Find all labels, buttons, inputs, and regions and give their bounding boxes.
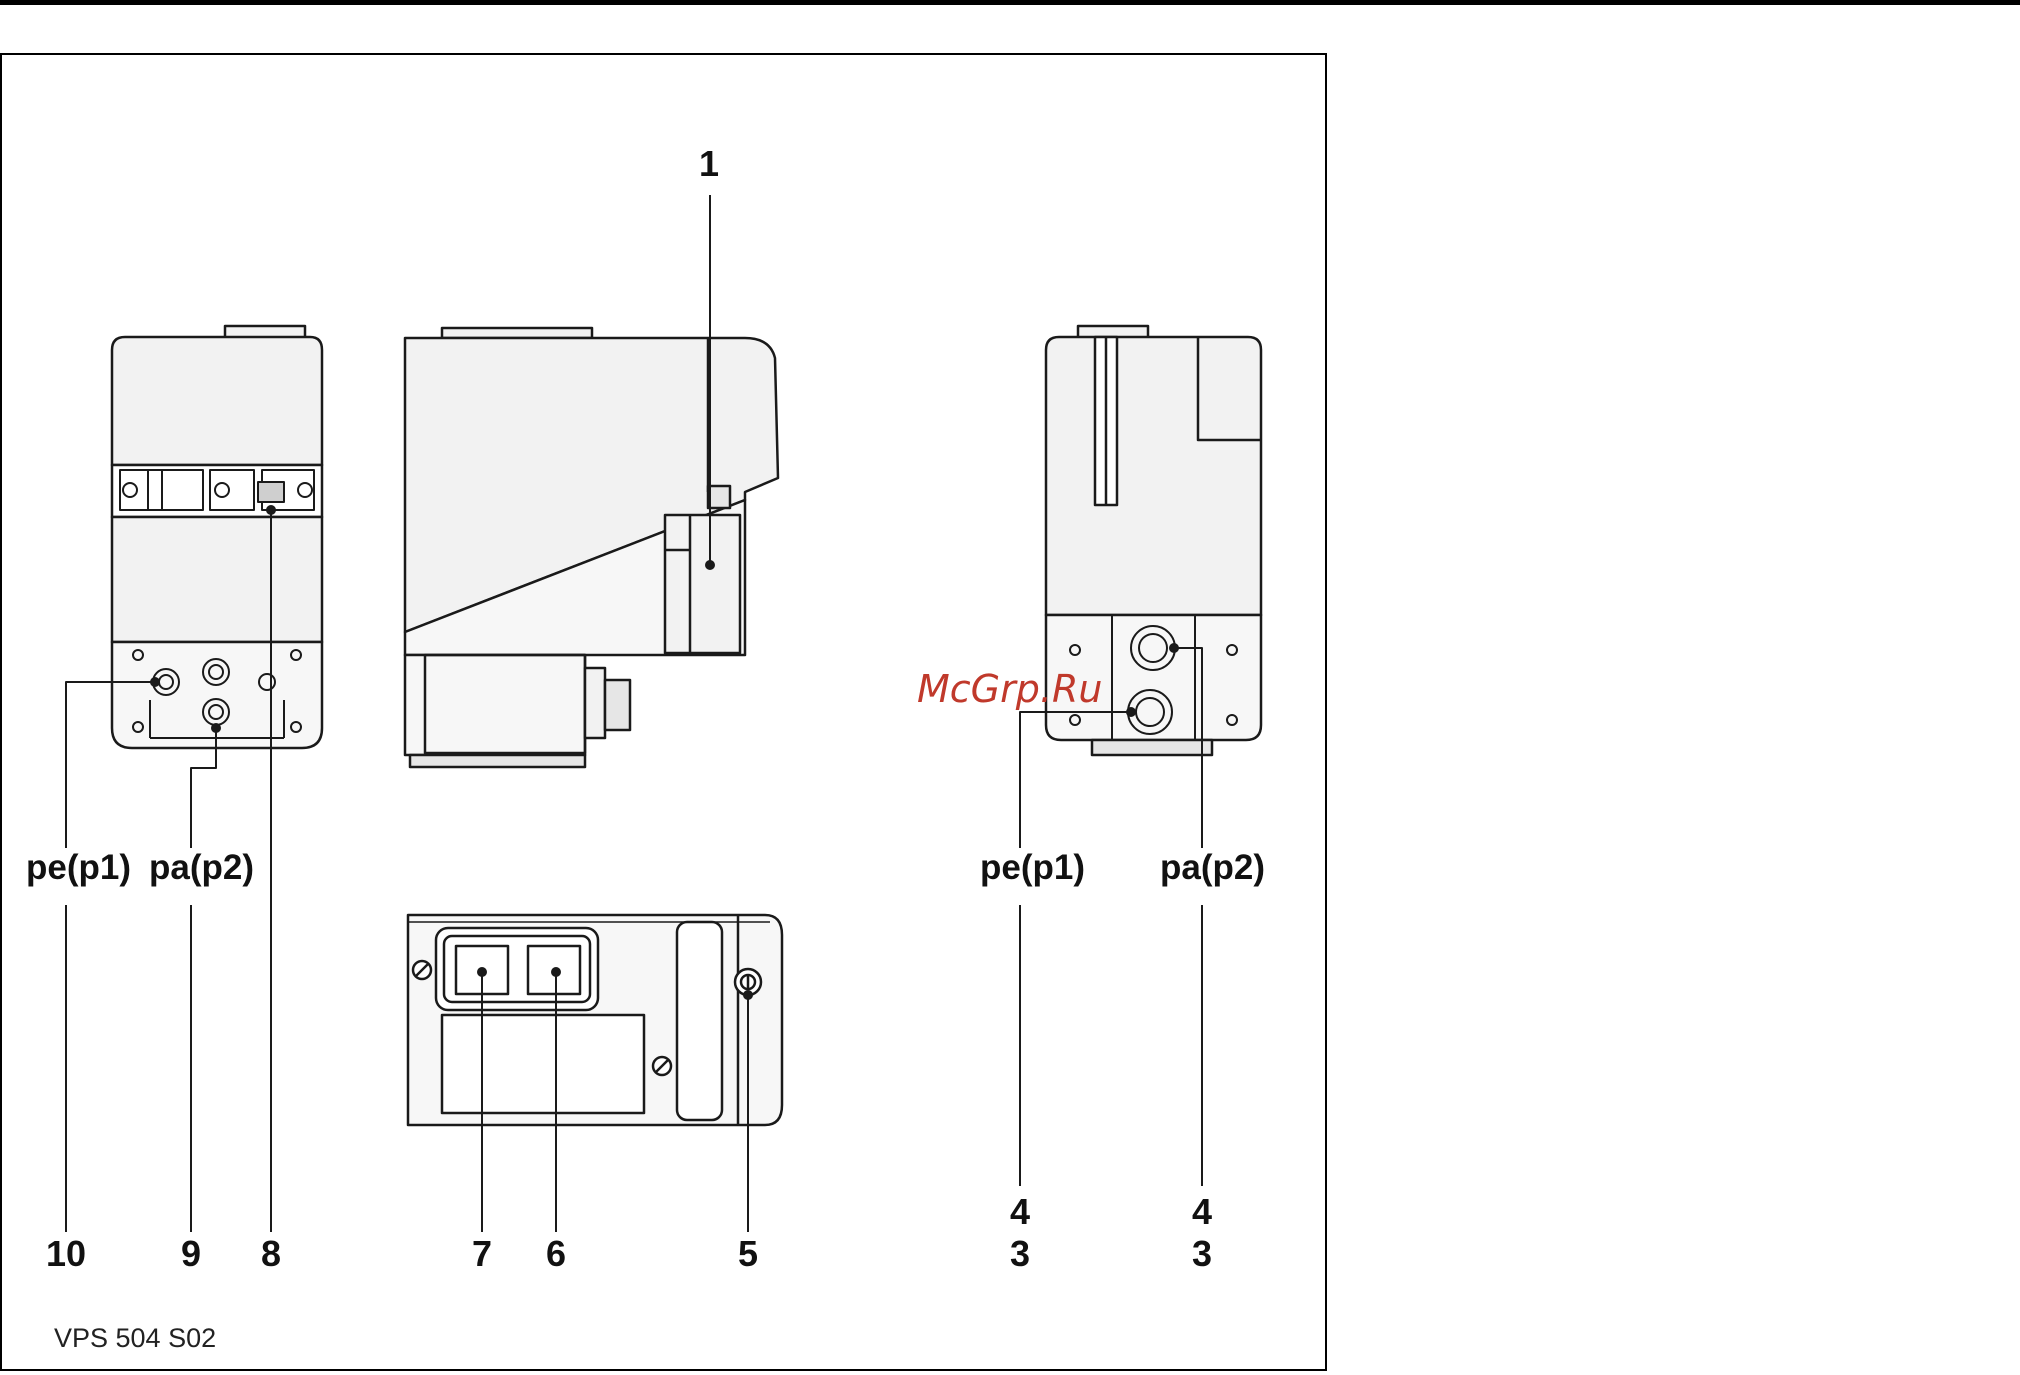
side-view [405,328,778,767]
cover-view [408,915,782,1125]
figure-code: VPS 504 S02 [54,1325,216,1352]
callout-9: 9 [181,1236,201,1272]
port-label-pe-right: pe(p1) [980,850,1085,885]
callout-3-right: 3 [1192,1236,1212,1272]
callout-4-right: 4 [1192,1194,1212,1230]
callout-5: 5 [738,1236,758,1272]
callout-8: 8 [261,1236,281,1272]
callout-4-left: 4 [1010,1194,1030,1230]
callout-7: 7 [472,1236,492,1272]
port-label-pa-right: pa(p2) [1160,850,1265,885]
port-label-pa-left: pa(p2) [149,850,254,885]
port-label-pe-left: pe(p1) [26,850,131,885]
callout-3-left: 3 [1010,1236,1030,1272]
watermark: McGrp.Ru [917,670,1102,708]
callout-10: 10 [46,1236,86,1272]
front-view [112,326,322,748]
callout-1: 1 [699,146,719,182]
callout-6: 6 [546,1236,566,1272]
